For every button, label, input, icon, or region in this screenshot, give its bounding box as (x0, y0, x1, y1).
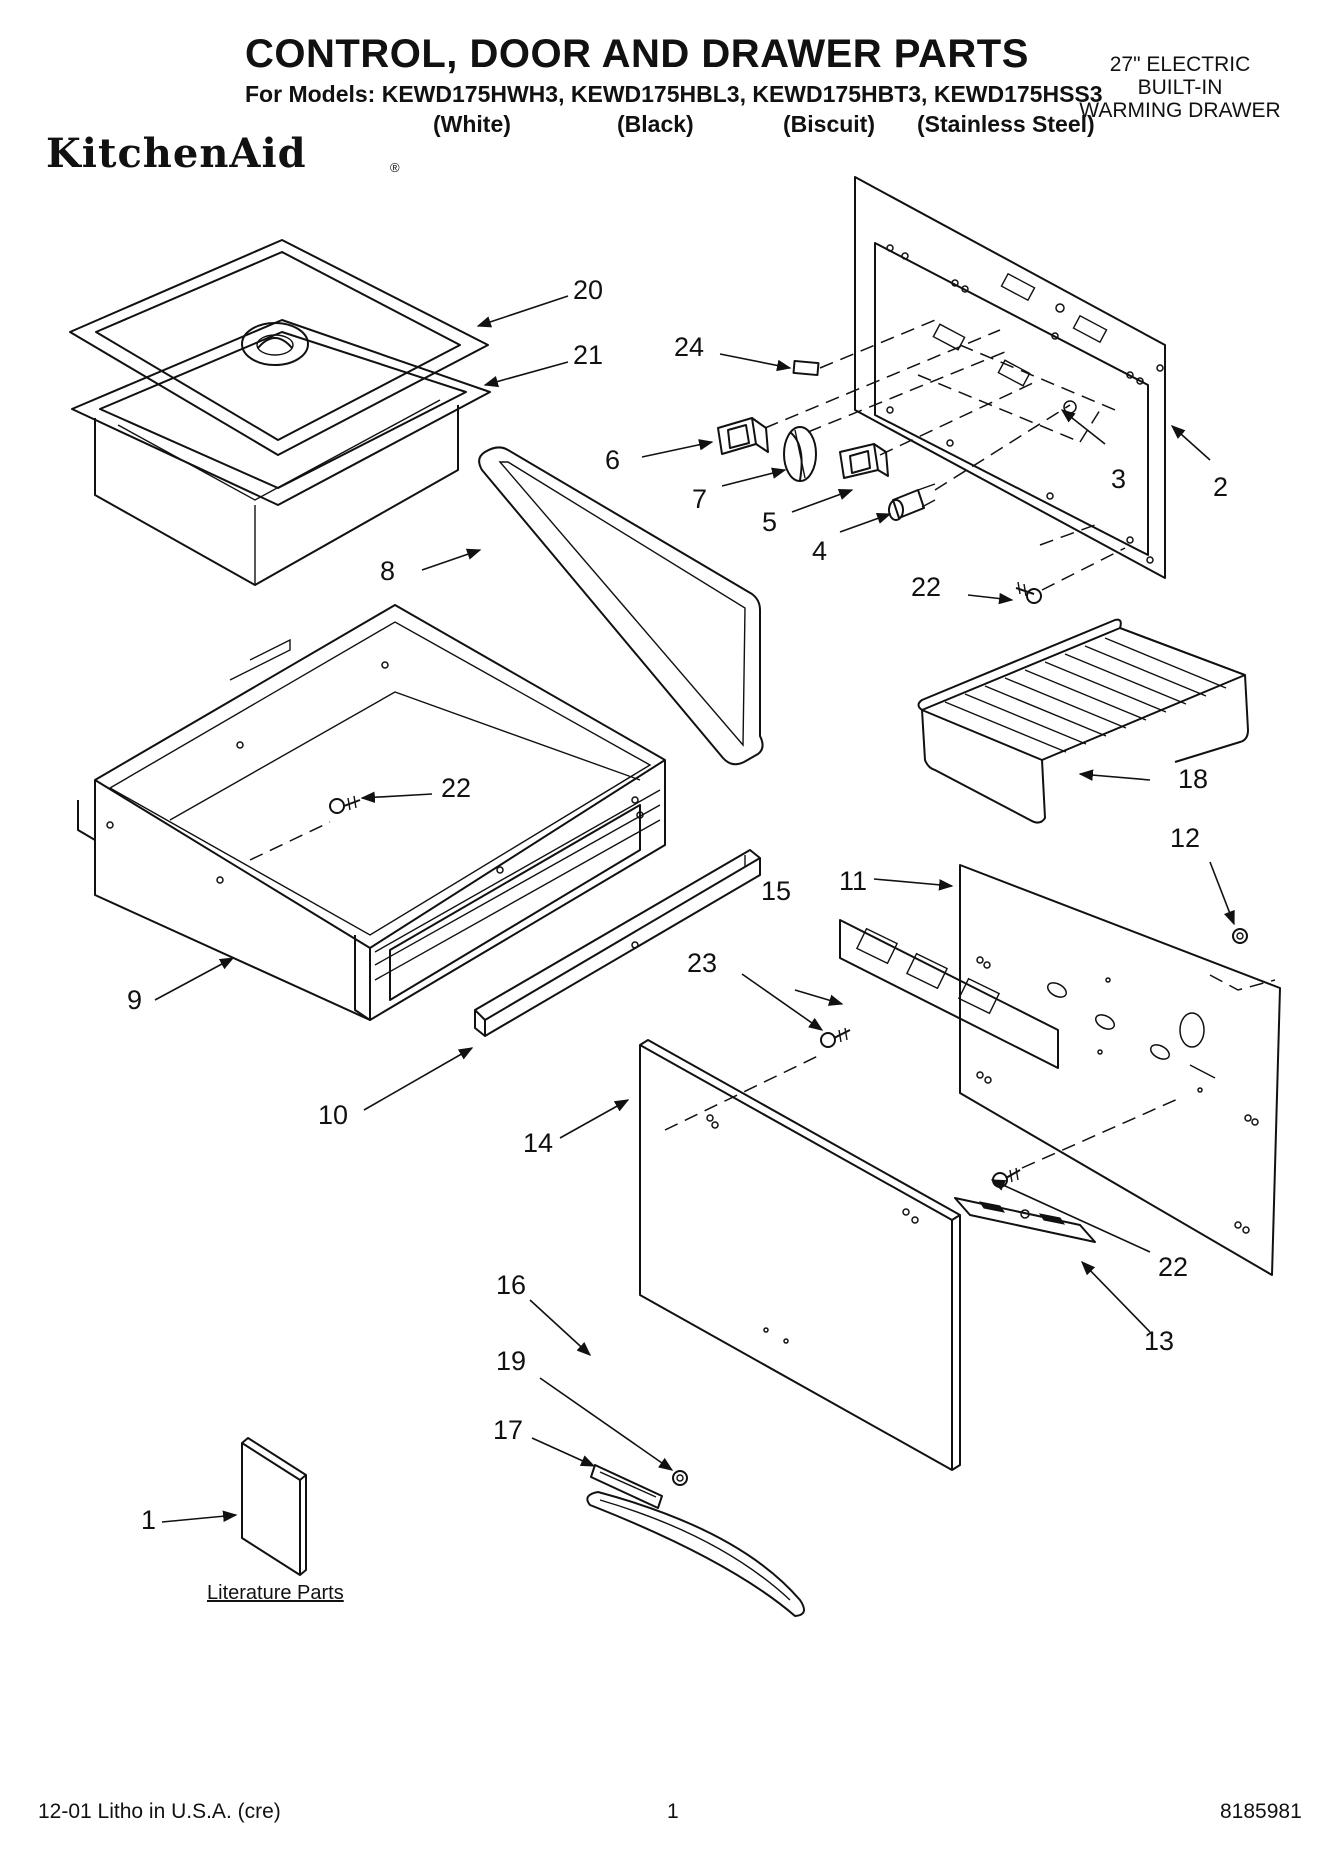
door-panel-part (639, 1039, 961, 1471)
literature-parts-caption: Literature Parts (207, 1582, 344, 1604)
callout-19: 19 (496, 1346, 527, 1376)
door-handle-part (586, 1491, 805, 1617)
nut-part (1232, 928, 1248, 944)
registered-mark-icon: ® (390, 160, 400, 175)
callout-4: 4 (812, 536, 828, 566)
callout-14: 14 (523, 1128, 554, 1158)
handle-bracket-part (954, 1197, 1096, 1243)
power-switch-part (839, 443, 889, 479)
badge-fastener-part (672, 1470, 688, 1486)
footer-print-info: 12-01 Litho in U.S.A. (cre) (38, 1800, 281, 1823)
models-line: For Models: KEWD175HWH3, KEWD175HBL3, KE… (245, 81, 1103, 107)
variant-stainless: (Stainless Steel) (917, 111, 1095, 137)
wire-rack-part (917, 618, 1249, 824)
screw-part-door (820, 1027, 851, 1048)
screw-part-top (1015, 581, 1042, 604)
callout-17: 17 (493, 1415, 524, 1445)
callout-5: 5 (762, 507, 778, 537)
callout-20: 20 (573, 275, 604, 305)
callout-8: 8 (380, 556, 396, 586)
screw-part-bracket (992, 1167, 1021, 1188)
drawer-box-part (77, 604, 666, 1021)
callout-9: 9 (127, 985, 143, 1015)
brand-logo: KitchenAid (46, 130, 307, 177)
door-gasket-part (478, 446, 764, 766)
callout-23: 23 (687, 948, 718, 978)
screw-part-drawer (329, 795, 361, 814)
control-plate-part (917, 323, 1121, 443)
callout-12: 12 (1170, 823, 1201, 853)
indicator-label-part (792, 359, 820, 377)
callout-2: 2 (1213, 472, 1229, 502)
indicator-light-part (888, 483, 936, 521)
callout-18: 18 (1178, 764, 1209, 794)
control-panel-back-part (854, 176, 1166, 579)
callout-22-bracket: 22 (1158, 1252, 1189, 1282)
variant-white: (White) (433, 111, 511, 137)
page-title: CONTROL, DOOR AND DRAWER PARTS (245, 32, 1029, 76)
footer-part-number: 8185981 (1220, 1800, 1302, 1823)
callout-21: 21 (573, 340, 604, 370)
callout-1: 1 (141, 1505, 157, 1535)
callout-3: 3 (1111, 464, 1127, 494)
rocker-switch-part (717, 417, 769, 455)
product-line-2: BUILT-IN (1137, 76, 1223, 99)
product-line-3: WARMING DRAWER (1079, 99, 1281, 122)
variant-biscuit: (Biscuit) (783, 111, 875, 137)
footer-page-number: 1 (667, 1800, 679, 1823)
callout-7: 7 (692, 484, 708, 514)
callout-leaders (154, 295, 1235, 1523)
callout-22-drawer: 22 (441, 773, 472, 803)
front-panel-part (959, 864, 1281, 1276)
product-line-1: 27" ELECTRIC (1109, 53, 1251, 76)
variant-black: (Black) (617, 111, 694, 137)
warming-pan-part (71, 319, 491, 586)
callout-13: 13 (1144, 1326, 1175, 1356)
literature-booklet-part (241, 1437, 307, 1576)
callout-16: 16 (496, 1270, 527, 1300)
control-knob-part (783, 426, 817, 482)
control-bracket-part (839, 919, 1059, 1069)
nameplate-badge-part (590, 1464, 663, 1509)
callout-15: 15 (761, 876, 792, 906)
callout-24: 24 (674, 332, 705, 362)
slide-rail-part (474, 849, 761, 1037)
callout-22-top: 22 (911, 572, 942, 602)
callout-11: 11 (839, 866, 868, 896)
callout-6: 6 (605, 445, 621, 475)
callout-10: 10 (318, 1100, 349, 1130)
